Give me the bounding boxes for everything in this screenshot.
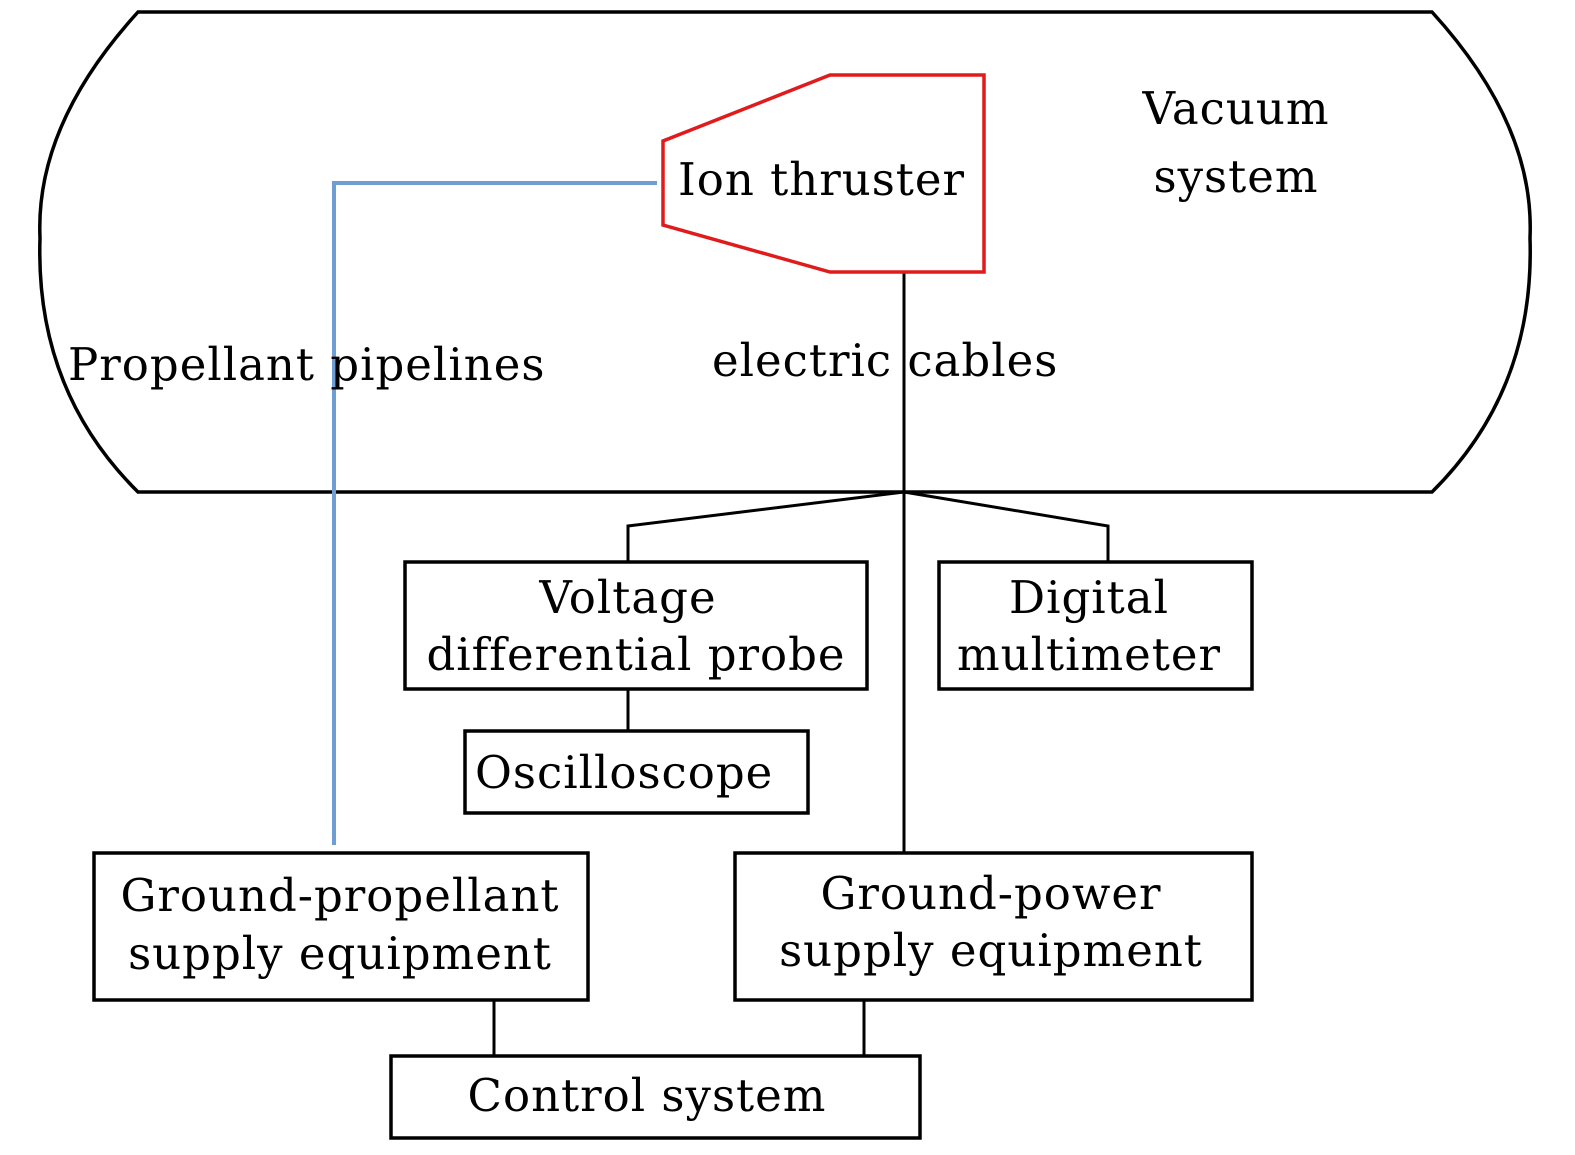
vacuum-system-label-line1: Vacuum bbox=[1141, 82, 1329, 135]
digital-multimeter-box bbox=[937, 560, 1254, 691]
cable-branch-multimeter bbox=[903, 490, 1110, 562]
ground-power-label-line1: Ground-power bbox=[820, 867, 1161, 920]
digital-multimeter-label-line2: multimeter bbox=[957, 628, 1221, 681]
ground-propellant-label-line2: supply equipment bbox=[128, 927, 552, 980]
electric-cables-label: electric cables bbox=[712, 334, 1058, 387]
vacuum-system-label-line2: system bbox=[1154, 150, 1319, 203]
ground-propellant-box bbox=[92, 851, 590, 1002]
ground-propellant-label-line1: Ground-propellant bbox=[120, 869, 559, 922]
ion-thruster-shape bbox=[661, 73, 986, 274]
voltage-probe-label-line2: differential probe bbox=[426, 628, 845, 681]
voltage-probe-label-line1: Voltage bbox=[538, 571, 716, 624]
oscilloscope-label: Oscilloscope bbox=[475, 746, 773, 799]
ground-power-box bbox=[733, 851, 1254, 1002]
control-system-label: Control system bbox=[468, 1069, 827, 1122]
cable-branch-voltage-probe bbox=[626, 490, 905, 562]
digital-multimeter-label-line1: Digital bbox=[1009, 571, 1169, 624]
oscilloscope-box bbox=[463, 729, 810, 815]
propellant-pipelines-label: Propellant pipelines bbox=[68, 338, 545, 391]
ground-power-label-line2: supply equipment bbox=[779, 924, 1203, 977]
control-system-box bbox=[389, 1054, 922, 1140]
vacuum-chamber-outline bbox=[38, 10, 1532, 494]
ion-thruster-label: Ion thruster bbox=[678, 153, 965, 206]
propellant-pipeline bbox=[332, 181, 657, 845]
voltage-probe-box bbox=[403, 560, 869, 691]
